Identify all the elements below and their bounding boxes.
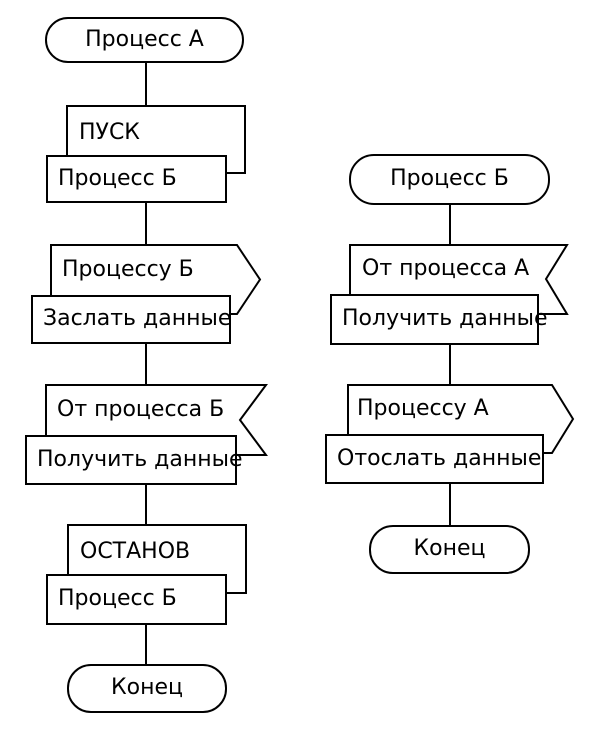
connector-line bbox=[145, 201, 147, 246]
start-call-process-box: Процесс Б bbox=[46, 155, 227, 203]
stop-call-process-box: Процесс Б bbox=[46, 574, 227, 625]
terminal-end-right: Конец bbox=[369, 525, 530, 574]
terminal-end-right-label: Конец bbox=[413, 536, 486, 562]
receive-action-left-label: Получить данные bbox=[37, 446, 243, 472]
terminal-end-left-label: Конец bbox=[111, 675, 183, 701]
send-action-left-label: Заслать данные bbox=[43, 306, 232, 332]
receive-action-right-box: Получить данные bbox=[330, 294, 548, 345]
send-action-right-label: Отослать данные bbox=[337, 445, 542, 471]
connector-line bbox=[145, 483, 147, 526]
receive-action-right-label: Получить данные bbox=[342, 306, 548, 332]
connector-line bbox=[145, 623, 147, 666]
receive-action-left-box: Получить данные bbox=[25, 435, 243, 485]
connector-line bbox=[449, 203, 451, 246]
send-action-left-box: Заслать данные bbox=[31, 295, 231, 344]
terminal-process-a-label: Процесс А bbox=[85, 26, 204, 52]
receive-header-left-label: От процесса Б bbox=[57, 396, 225, 422]
terminal-process-b: Процесс Б bbox=[349, 154, 550, 205]
terminal-end-left: Конец bbox=[67, 664, 227, 713]
connector-line bbox=[145, 61, 147, 107]
terminal-process-b-label: Процесс Б bbox=[390, 166, 509, 192]
stop-call-header-label: ОСТАНОВ bbox=[80, 539, 191, 564]
send-header-left-label: Процессу Б bbox=[62, 256, 194, 282]
start-call-process-label: Процесс Б bbox=[58, 165, 177, 191]
connector-line bbox=[145, 342, 147, 386]
connector-line bbox=[449, 343, 451, 387]
connector-line bbox=[449, 482, 451, 527]
stop-call-process-label: Процесс Б bbox=[58, 586, 177, 612]
terminal-process-a: Процесс А bbox=[45, 17, 244, 63]
start-call-header-label: ПУСК bbox=[79, 120, 140, 145]
send-action-right-box: Отослать данные bbox=[325, 434, 544, 484]
receive-header-right-label: От процесса А bbox=[362, 256, 530, 282]
send-header-right-label: Процессу А bbox=[357, 396, 489, 422]
